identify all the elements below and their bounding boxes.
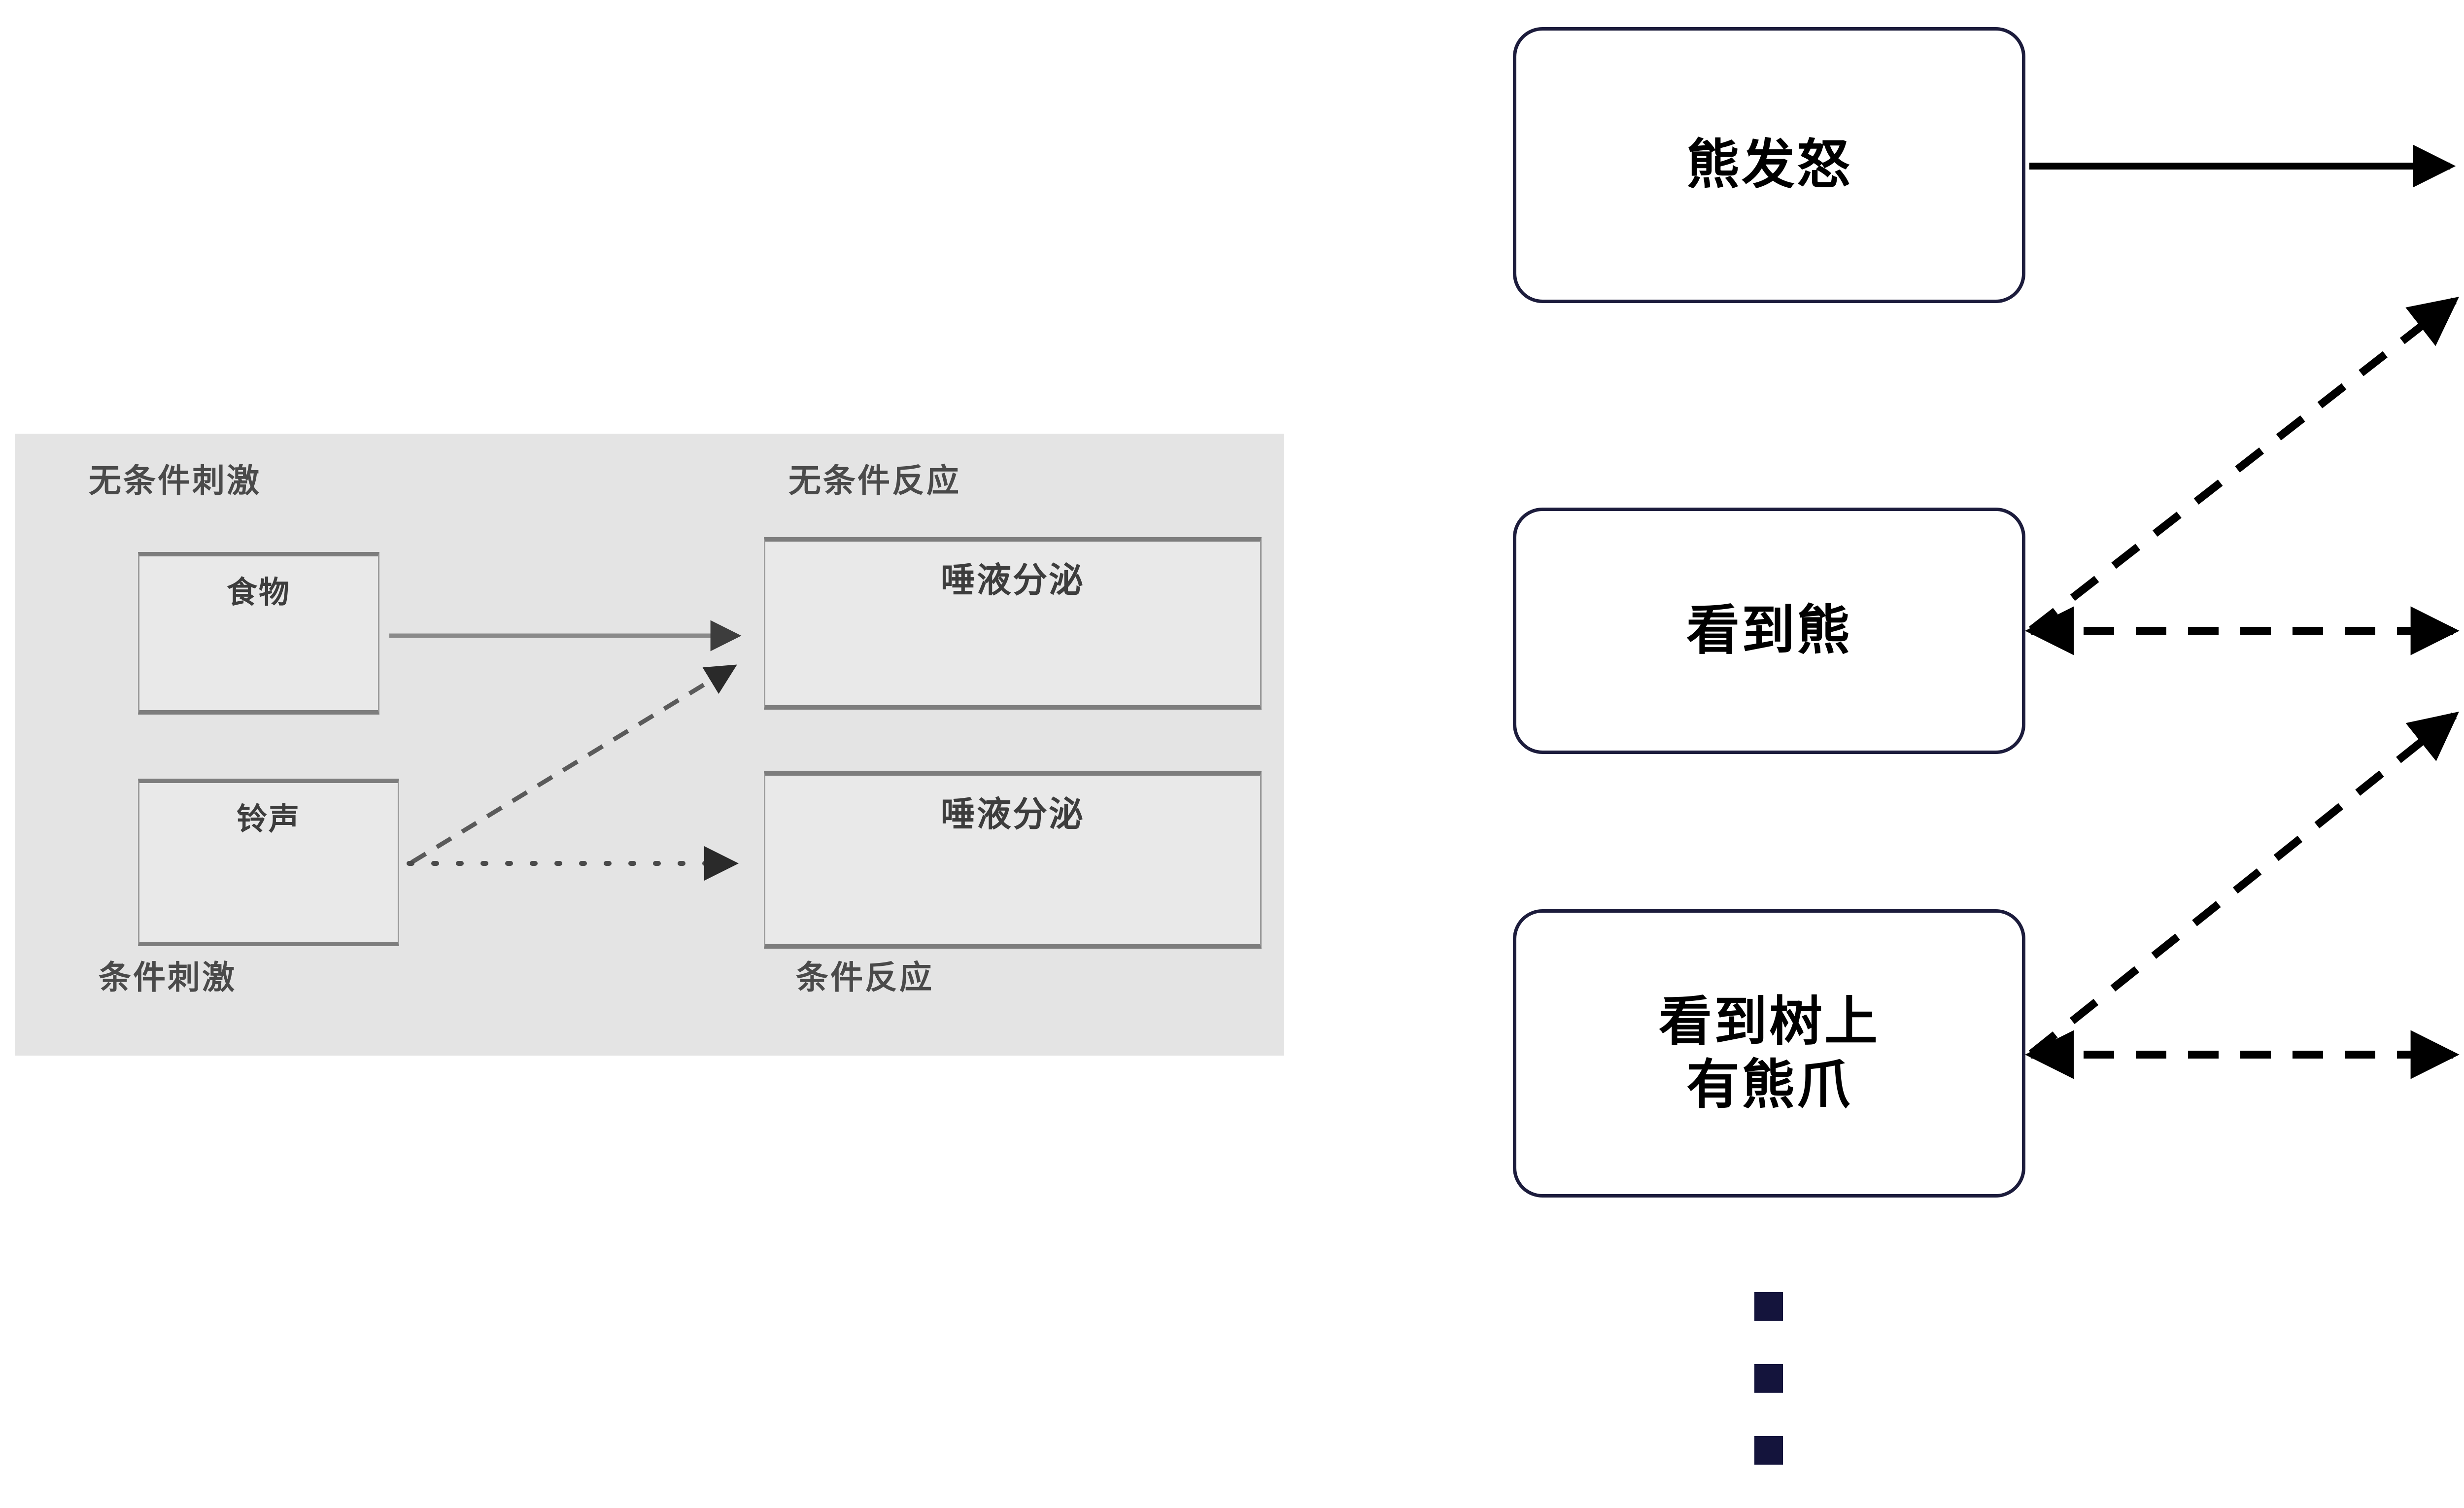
box-bear-angry-label: 熊发怒 [1686, 134, 1852, 196]
box-see-claw-on-tree-label: 看到树上 有熊爪 [1659, 991, 1880, 1116]
arrow-see-bear-to-reward [2029, 297, 2460, 633]
classical-conditioning-arrows [389, 620, 742, 881]
ellipsis-dot [1754, 1364, 1783, 1393]
ellipsis-dot [1754, 1436, 1783, 1465]
cc-box-salivation-bottom-label: 唾液分泌 [941, 794, 1085, 834]
box-see-bear-label: 看到熊 [1686, 600, 1852, 662]
cc-box-food: 食物 [138, 552, 379, 715]
ellipsis-dot [1754, 1292, 1783, 1321]
rl-diagram-arrows [2025, 144, 2460, 1079]
cc-box-salivation-top: 唾液分泌 [764, 537, 1262, 710]
box-see-claw-on-tree[interactable]: 看到树上 有熊爪 [1513, 909, 2025, 1198]
label-unconditioned-response: 无条件反应 [788, 462, 961, 500]
cc-box-salivation-top-label: 唾液分泌 [941, 560, 1085, 600]
ellipsis-left-column [1754, 1292, 1784, 1508]
cc-box-salivation-bottom: 唾液分泌 [764, 771, 1262, 949]
box-see-claw-line1: 看到树上 [1658, 991, 1880, 1053]
box-see-claw-line2: 有熊爪 [1686, 1054, 1852, 1116]
cc-box-food-label: 食物 [226, 574, 291, 610]
label-unconditioned-stimulus: 无条件刺激 [89, 462, 261, 500]
box-bear-angry[interactable]: 熊发怒 [1513, 27, 2025, 303]
label-conditioned-stimulus: 条件刺激 [99, 959, 237, 996]
classical-conditioning-panel: 无条件刺激 无条件反应 条件刺激 条件反应 食物 铃声 唾液分泌 唾液分泌 [15, 434, 1284, 1056]
box-see-bear[interactable]: 看到熊 [1513, 508, 2025, 754]
cc-box-bell: 铃声 [138, 779, 399, 946]
label-conditioned-response: 条件反应 [796, 959, 934, 996]
cc-box-bell-label: 铃声 [236, 801, 301, 837]
arrow-claw-to-v-next [2029, 712, 2459, 1057]
arrow-bell-to-salivation-top [410, 664, 737, 864]
